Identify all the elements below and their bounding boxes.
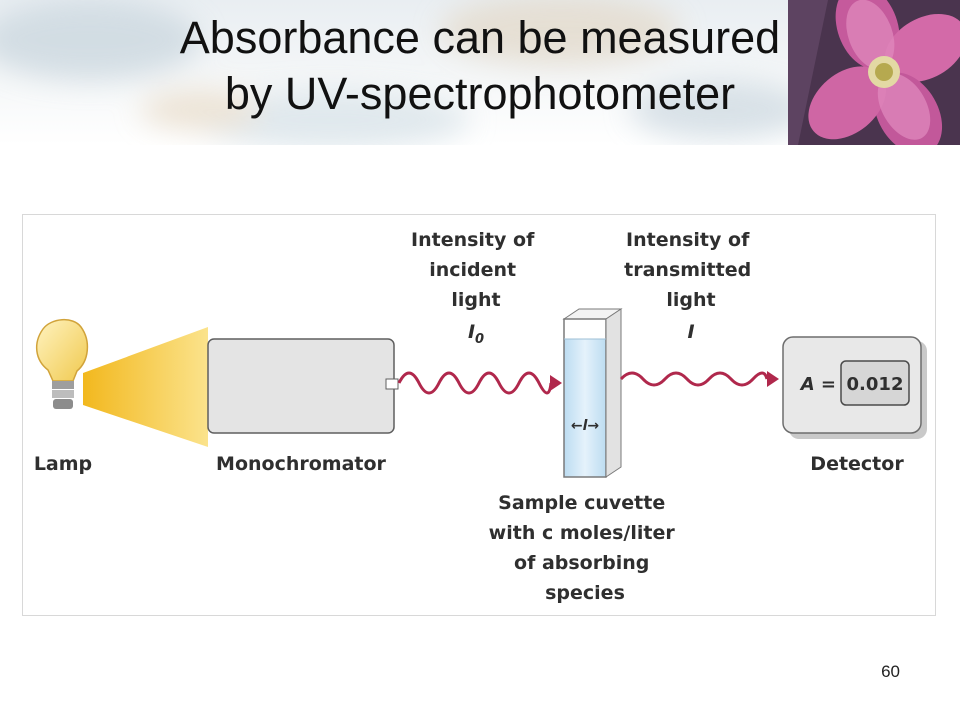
flower-photo — [788, 0, 960, 145]
path-length-label: ←l→ — [571, 418, 600, 434]
slide-title: Absorbance can be measured by UV-spectro… — [0, 10, 960, 122]
detector-device — [782, 336, 927, 439]
transmitted-light-wave — [619, 371, 769, 387]
monochromator-slit — [385, 378, 399, 390]
lamp-icon — [36, 319, 89, 409]
transmitted-light-label: Intensity of transmitted light — [624, 229, 758, 311]
incident-light-wave — [397, 371, 553, 395]
title-line-2: by UV-spectrophotometer — [224, 68, 736, 119]
banner-background — [0, 0, 810, 145]
detector-label: Detector — [810, 453, 904, 475]
transmitted-intensity-symbol: I — [687, 321, 694, 343]
title-line-1: Absorbance can be measured — [179, 12, 781, 63]
detector-readout-value: 0.012 — [847, 374, 904, 395]
incident-light-label: Intensity of incident light — [411, 229, 541, 311]
spectrophotometer-diagram: ←l→ A = 0.012 Lamp Monochromator Detecto… — [22, 214, 936, 616]
cuvette-label: Sample cuvette with c moles/liter of abs… — [489, 492, 682, 604]
lamp-label: Lamp — [34, 453, 92, 475]
transmitted-arrowhead — [767, 371, 779, 387]
diagram-canvas: ←l→ A = 0.012 Lamp Monochromator Detecto… — [34, 229, 927, 604]
monochromator-label: Monochromator — [216, 453, 387, 475]
monochromator-box — [207, 338, 395, 434]
incident-arrowhead — [550, 375, 562, 391]
title-banner: Absorbance can be measured by UV-spectro… — [0, 0, 960, 145]
detector-readout-prefix: A = — [799, 374, 836, 395]
incident-intensity-symbol: I0 — [468, 321, 484, 347]
page-number: 60 — [881, 662, 900, 681]
sample-cuvette — [562, 308, 623, 478]
light-beam — [83, 327, 208, 447]
